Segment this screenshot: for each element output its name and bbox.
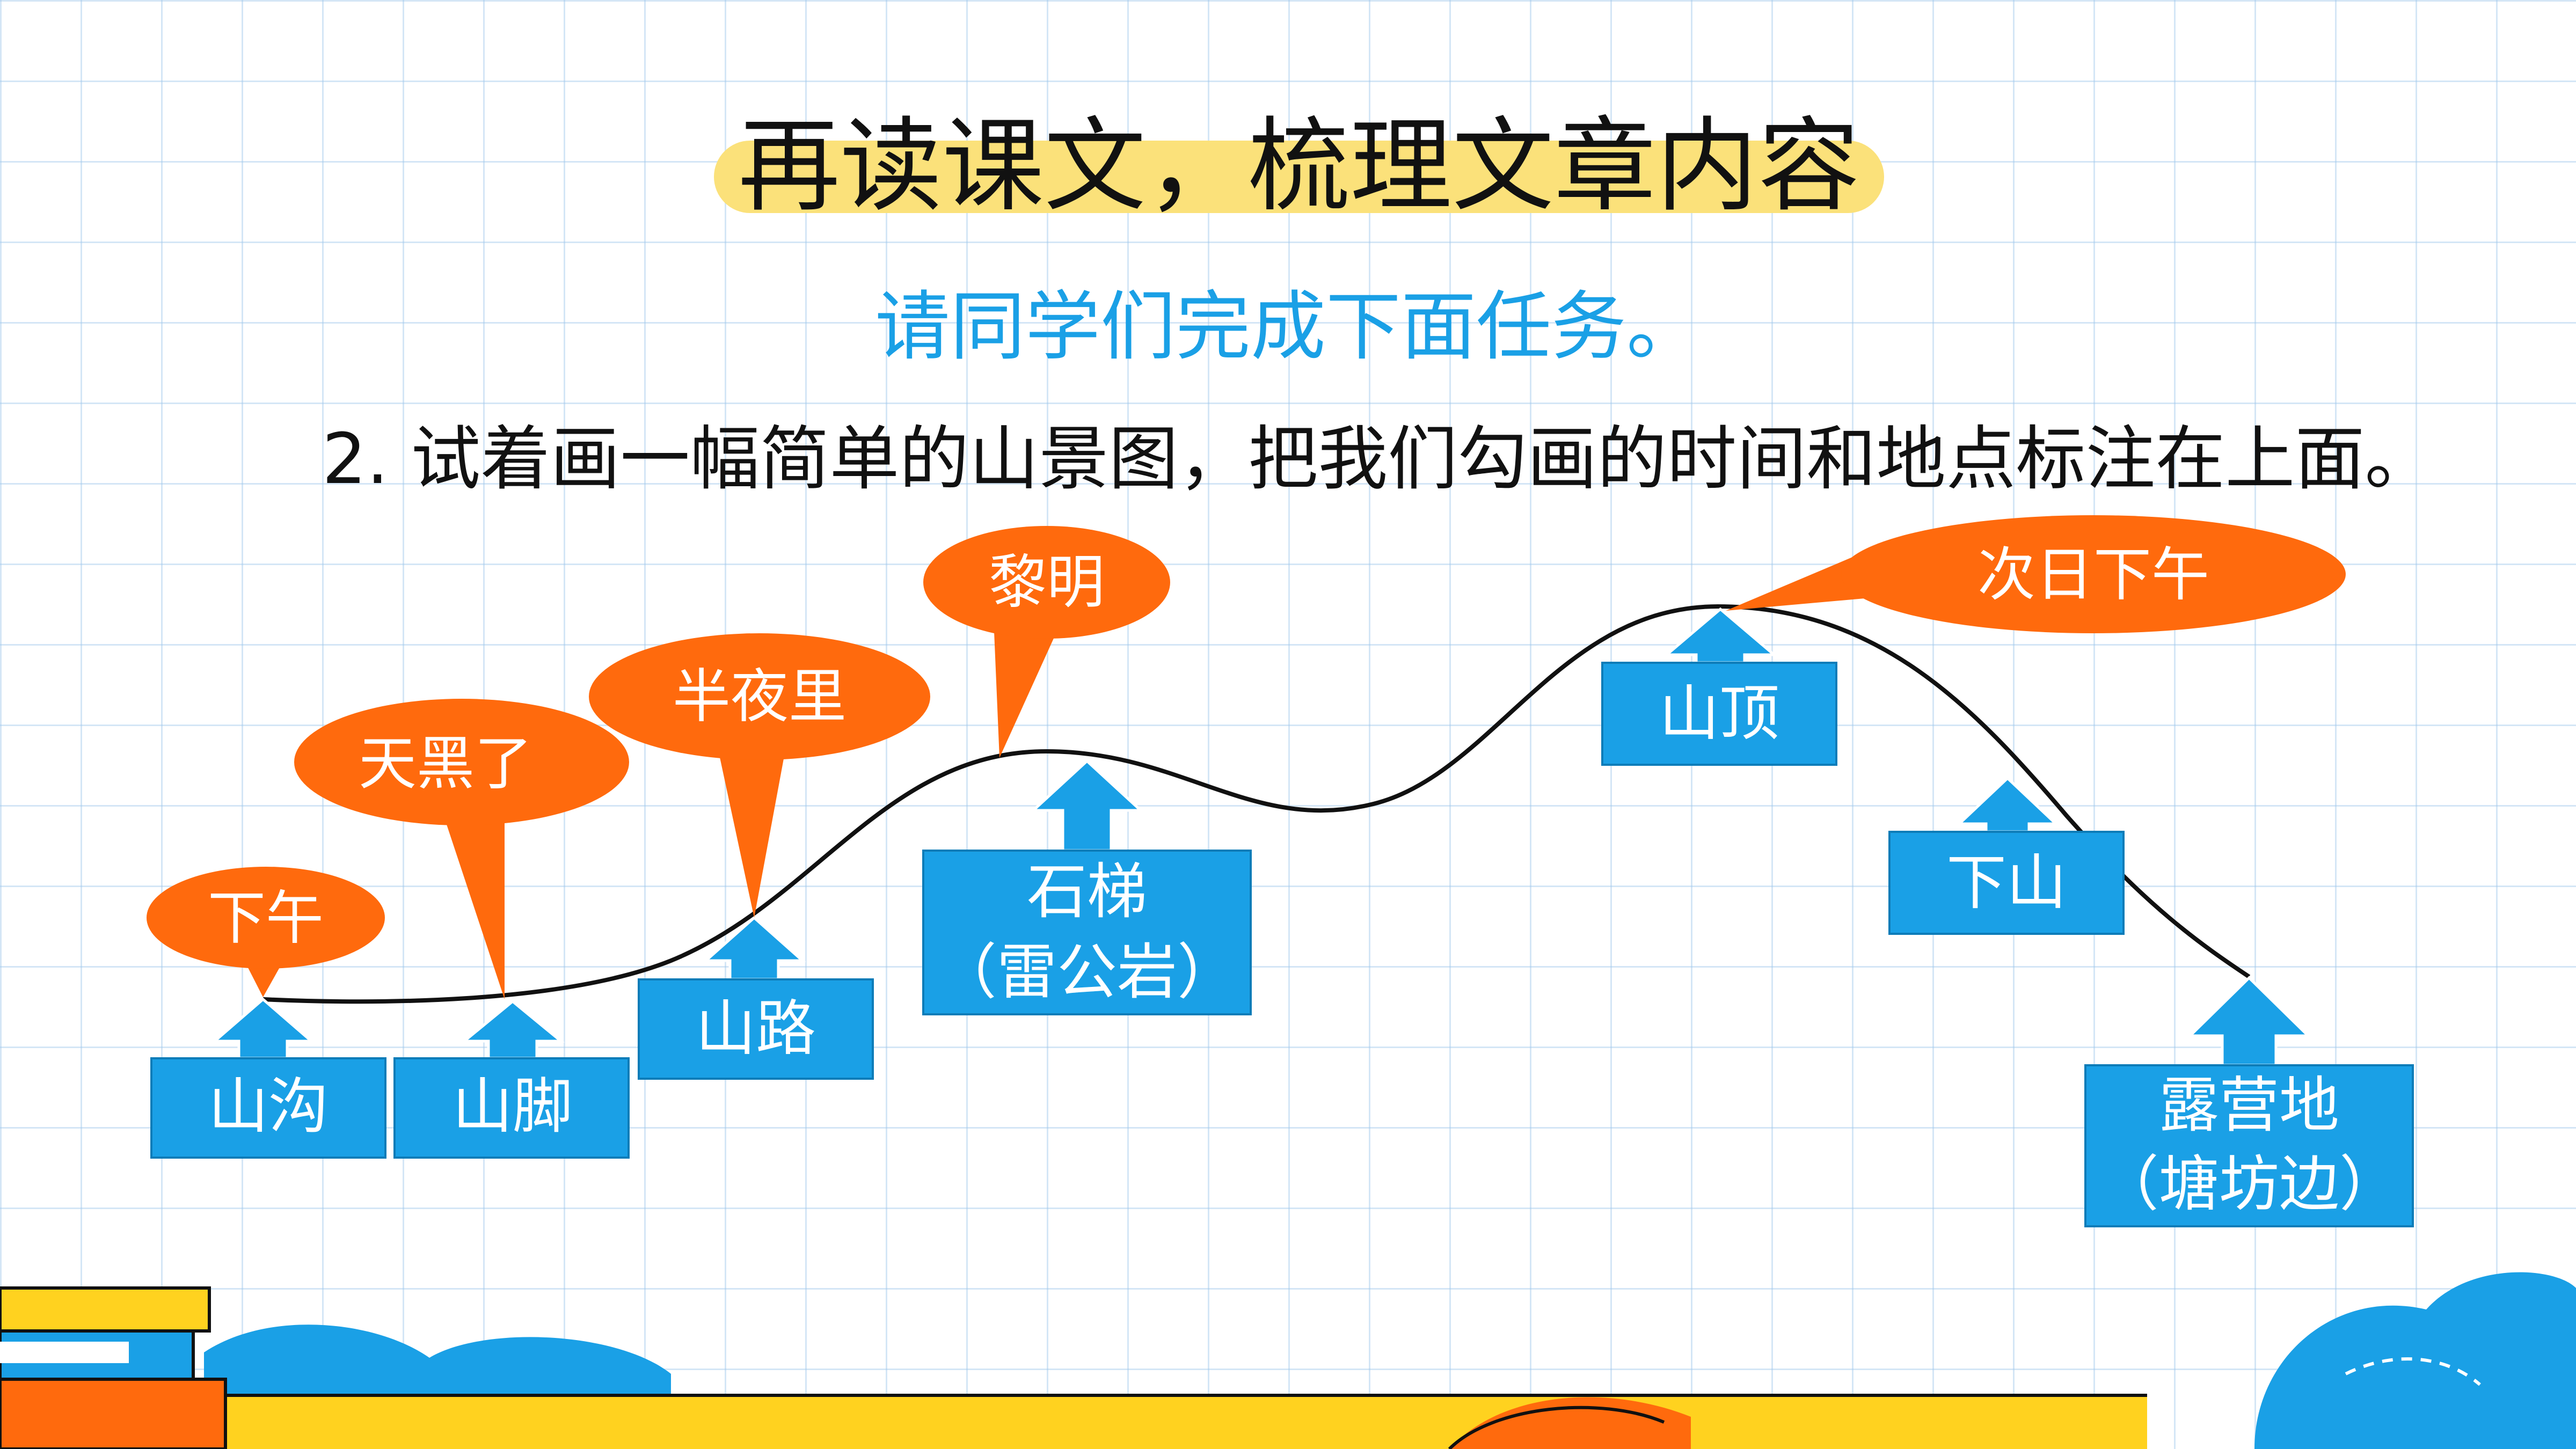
time-label-banye: 半夜里 [673,663,846,730]
time-bubble-banye: 半夜里 [589,633,930,918]
subtitle: 请同学们完成下面任务。 [874,283,1702,371]
place-label-shiti-note: （雷公岩） [937,938,1237,1007]
time-bubble-ciri: 次日下午 [1726,515,2346,633]
place-shangou: 山沟 [150,997,386,1159]
time-label-ciri: 次日下午 [1977,541,2209,609]
time-bubble-liming: 黎明 [923,526,1170,758]
place-label-xiashan: 下山 [1946,848,2067,918]
page-title: 再读课文，梳理文章内容 [738,107,1860,225]
place-shanjiao: 山脚 [393,999,630,1159]
place-label-shiti: 石梯 [1027,857,1147,927]
place-xiashan: 下山 [1888,776,2125,935]
place-label-luyingdi: 露营地 [2159,1071,2339,1140]
time-bubble-tianhei: 天黑了 [294,699,629,999]
place-label-luyingdi-note: （塘坊边） [2099,1150,2399,1219]
place-label-shanjiao: 山脚 [453,1072,573,1141]
place-label-shanlu: 山路 [696,994,816,1064]
place-shanlu: 山路 [638,916,874,1080]
task-text: 2. 试着画一幅简单的山景图，把我们勾画的时间和地点标注在上面。 [322,418,2435,500]
mountain-line [262,604,2251,1004]
place-shiti: 石梯 （雷公岩） [922,759,1252,1015]
time-label-tianhei: 天黑了 [359,730,532,797]
time-bubble-xiawu: 下午 [147,867,385,997]
time-label-xiawu: 下午 [208,885,324,952]
title-highlight [714,141,1884,213]
bottom-decoration [0,1272,2576,1449]
place-luyingdi: 露营地 （塘坊边） [2084,976,2414,1227]
time-label-liming: 黎明 [989,549,1105,616]
place-label-shanding: 山顶 [1659,679,1779,749]
place-shanding: 山顶 [1601,607,1837,766]
place-label-shangou: 山沟 [208,1072,329,1141]
